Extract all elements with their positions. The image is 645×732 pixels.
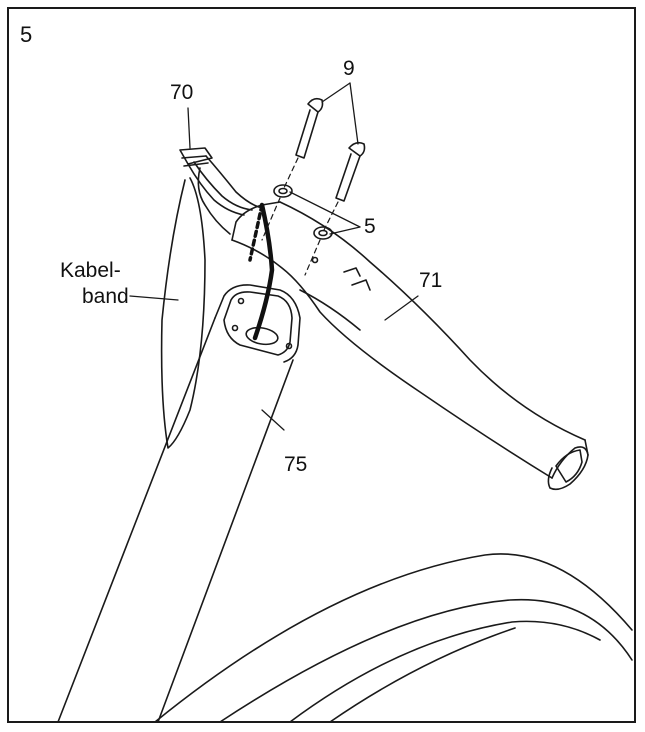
callout-75: 75 [284, 453, 308, 476]
step-number: 5 [20, 22, 33, 47]
callout-5: 5 [364, 215, 376, 238]
callout-cable-tie-line1: Kabel- [60, 259, 121, 282]
diagram-frame [7, 7, 636, 723]
callout-cable-tie-line2: band [82, 285, 129, 308]
assembly-guides [261, 157, 339, 276]
cable-tie [160, 177, 206, 449]
callout-9: 9 [343, 57, 355, 80]
leader-lines [129, 82, 419, 431]
handlebar-71 [231, 201, 589, 491]
upright-75 [57, 284, 301, 723]
cable-harness-70 [179, 147, 275, 341]
callout-70: 70 [170, 81, 194, 104]
callout-71: 71 [419, 269, 443, 292]
bolts-9 [295, 97, 366, 202]
base-frame [154, 553, 633, 723]
